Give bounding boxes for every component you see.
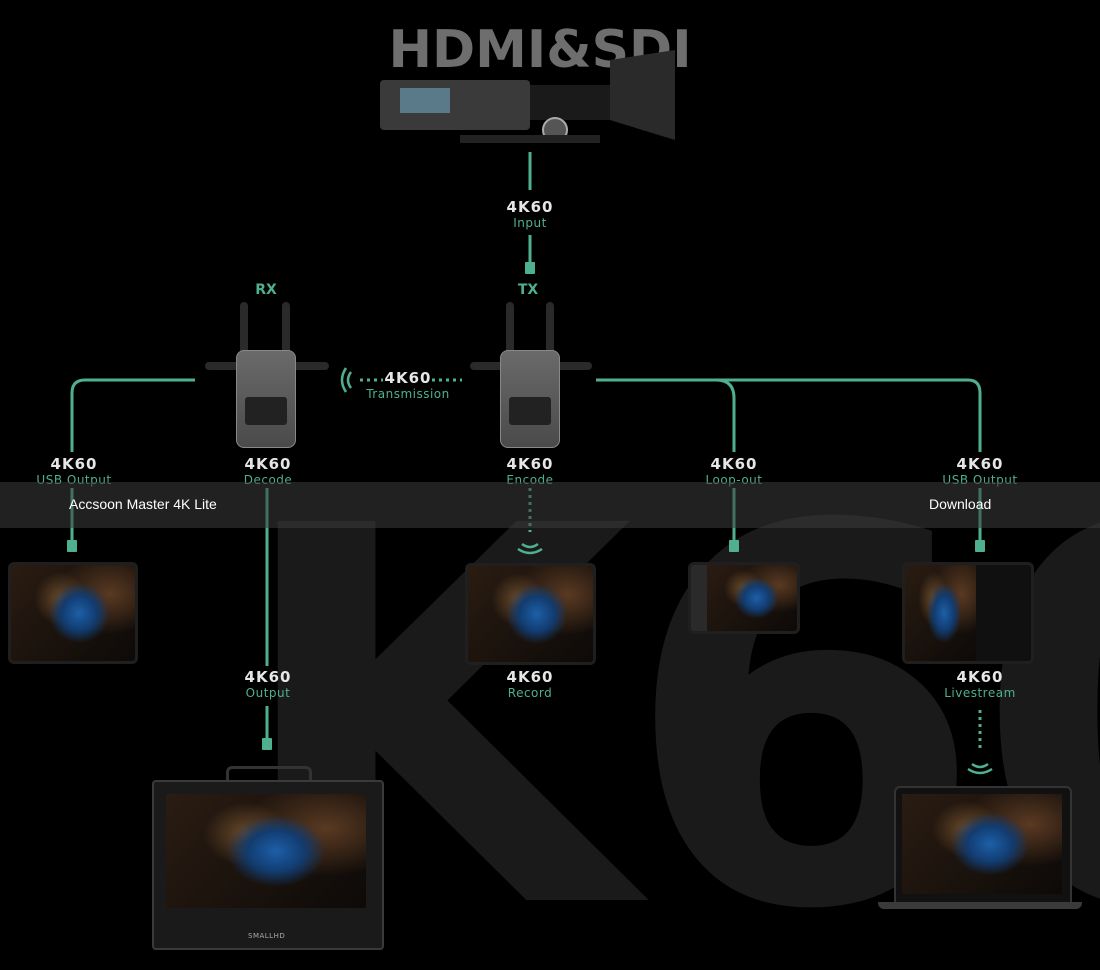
laptop-base — [878, 902, 1082, 909]
loop-out-monitor-screen — [688, 562, 800, 634]
input-label: 4K60 Input — [460, 198, 600, 231]
monitor-brand: SMALLHD — [248, 932, 286, 940]
output-sub: Output — [245, 686, 291, 700]
monitor-body: SMALLHD — [152, 780, 384, 950]
livestream-value: 4K60 — [956, 668, 1004, 686]
decode-value: 4K60 — [244, 455, 292, 473]
rx-tag: RX — [255, 282, 277, 298]
transmission-value: 4K60 — [384, 369, 432, 387]
cinema-camera-image — [380, 50, 680, 150]
download-link[interactable]: Download — [929, 496, 992, 512]
record-label: 4K60 Record — [460, 668, 600, 701]
tx-body — [500, 350, 560, 448]
loop-out-value: 4K60 — [710, 455, 758, 473]
rx-antenna-right — [282, 302, 290, 354]
livestream-label: 4K60 Livestream — [910, 668, 1050, 701]
livestream-tablet-screen — [902, 562, 1034, 664]
input-value: 4K60 — [506, 198, 554, 216]
encode-value: 4K60 — [506, 455, 554, 473]
record-value: 4K60 — [506, 668, 554, 686]
product-title: Accsoon Master 4K Lite — [69, 496, 217, 512]
input-sub: Input — [513, 216, 547, 230]
record-sub: Record — [507, 686, 553, 700]
transmission-sub: Transmission — [366, 387, 450, 401]
product-bar: Accsoon Master 4K Lite Download — [0, 482, 1100, 528]
laptop-lid — [894, 786, 1072, 904]
laptop-screen — [902, 794, 1062, 894]
rx-antenna-left — [240, 302, 248, 354]
tx-antenna-left — [506, 302, 514, 354]
livestream-sub: Livestream — [944, 686, 1016, 700]
record-tablet-screen — [465, 563, 596, 665]
tx-antenna-right — [546, 302, 554, 354]
usb-output-left-value: 4K60 — [50, 455, 98, 473]
tx-tag: TX — [517, 282, 539, 298]
transmission-label: 4K60 Transmission — [338, 369, 478, 402]
usb-output-right-value: 4K60 — [956, 455, 1004, 473]
left-tablet-screen — [8, 562, 138, 664]
output-label: 4K60 Output — [198, 668, 338, 701]
output-value: 4K60 — [244, 668, 292, 686]
monitor-handle — [226, 766, 312, 785]
monitor-screen — [166, 794, 366, 908]
rx-body — [236, 350, 296, 448]
